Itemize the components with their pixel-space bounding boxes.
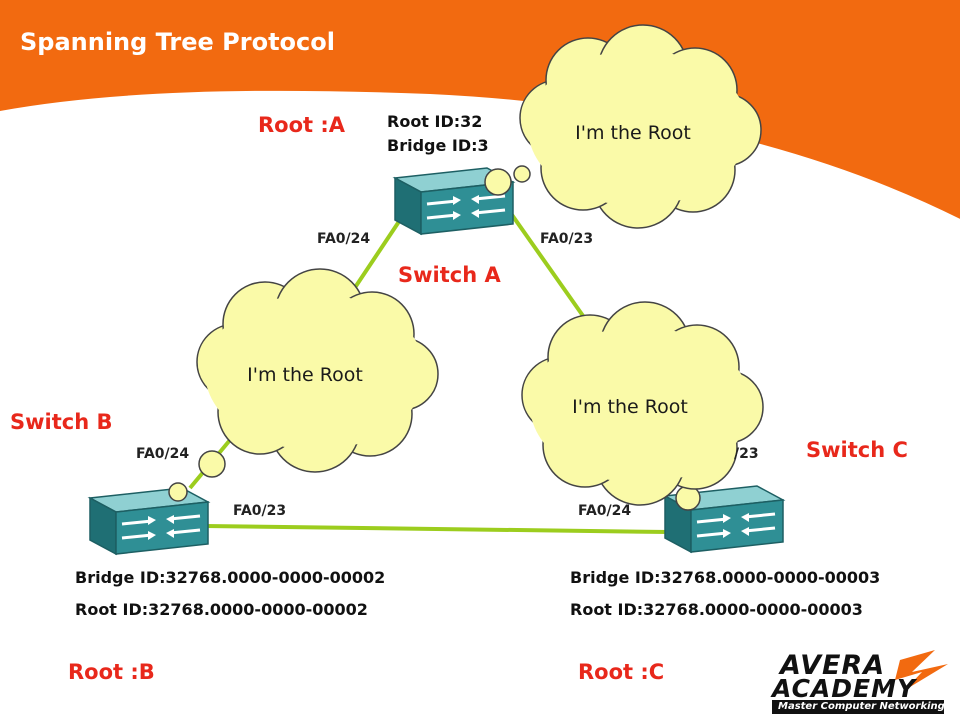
- background-orange-band: [0, 0, 960, 220]
- switch-c-port-left: FA0/24: [578, 503, 632, 519]
- switch-a-port-right: FA0/23: [540, 231, 594, 247]
- switch-a-name: Switch A: [398, 263, 501, 287]
- logo-tagline-bar: [772, 700, 944, 714]
- switch-c-root-id: Root ID:32768.0000-0000-00003: [570, 600, 863, 619]
- cloud-switch-a: [484, 24, 762, 229]
- switch-a-bridge-id: Bridge ID:3: [387, 136, 489, 155]
- switch-b-bridge-id: Bridge ID:32768.0000-0000-00002: [75, 568, 386, 587]
- link-a-b: [348, 218, 402, 297]
- switch-b-port-right: FA0/23: [233, 503, 287, 519]
- link-b-c: [204, 524, 669, 534]
- logo-line1: AVERA: [780, 650, 886, 681]
- cloud-switch-c: [521, 301, 764, 511]
- logo-tagline: Master Computer Networking: [778, 701, 945, 712]
- switch-c-port-up: /23: [734, 446, 759, 462]
- page-title: Spanning Tree Protocol: [20, 28, 335, 56]
- switch-a-root-label: Root :A: [258, 113, 346, 137]
- switch-c-root-label: Root :C: [578, 660, 665, 684]
- switch-b-icon[interactable]: [88, 486, 210, 556]
- switch-c-cloud-text: I'm the Root: [572, 396, 688, 418]
- switch-c-name: Switch C: [806, 438, 908, 462]
- switch-b-cloud-text: I'm the Root: [247, 364, 363, 386]
- background-swoosh-edge: [0, 90, 960, 221]
- switch-a-root-id: Root ID:32: [387, 112, 483, 131]
- logo-bolt-icon: [895, 650, 948, 690]
- switch-b-name: Switch B: [10, 410, 113, 434]
- switch-a-port-left: FA0/24: [317, 231, 371, 247]
- switch-b-port-up: FA0/24: [136, 446, 190, 462]
- logo-line2: ACADEMY: [772, 674, 917, 703]
- cloud-switch-b: [168, 268, 439, 502]
- switch-c-bridge-id: Bridge ID:32768.0000-0000-00003: [570, 568, 881, 587]
- logo: [772, 650, 948, 714]
- switch-b-root-id: Root ID:32768.0000-0000-00002: [75, 600, 368, 619]
- switch-a-cloud-text: I'm the Root: [575, 122, 691, 144]
- switch-b-root-label: Root :B: [68, 660, 155, 684]
